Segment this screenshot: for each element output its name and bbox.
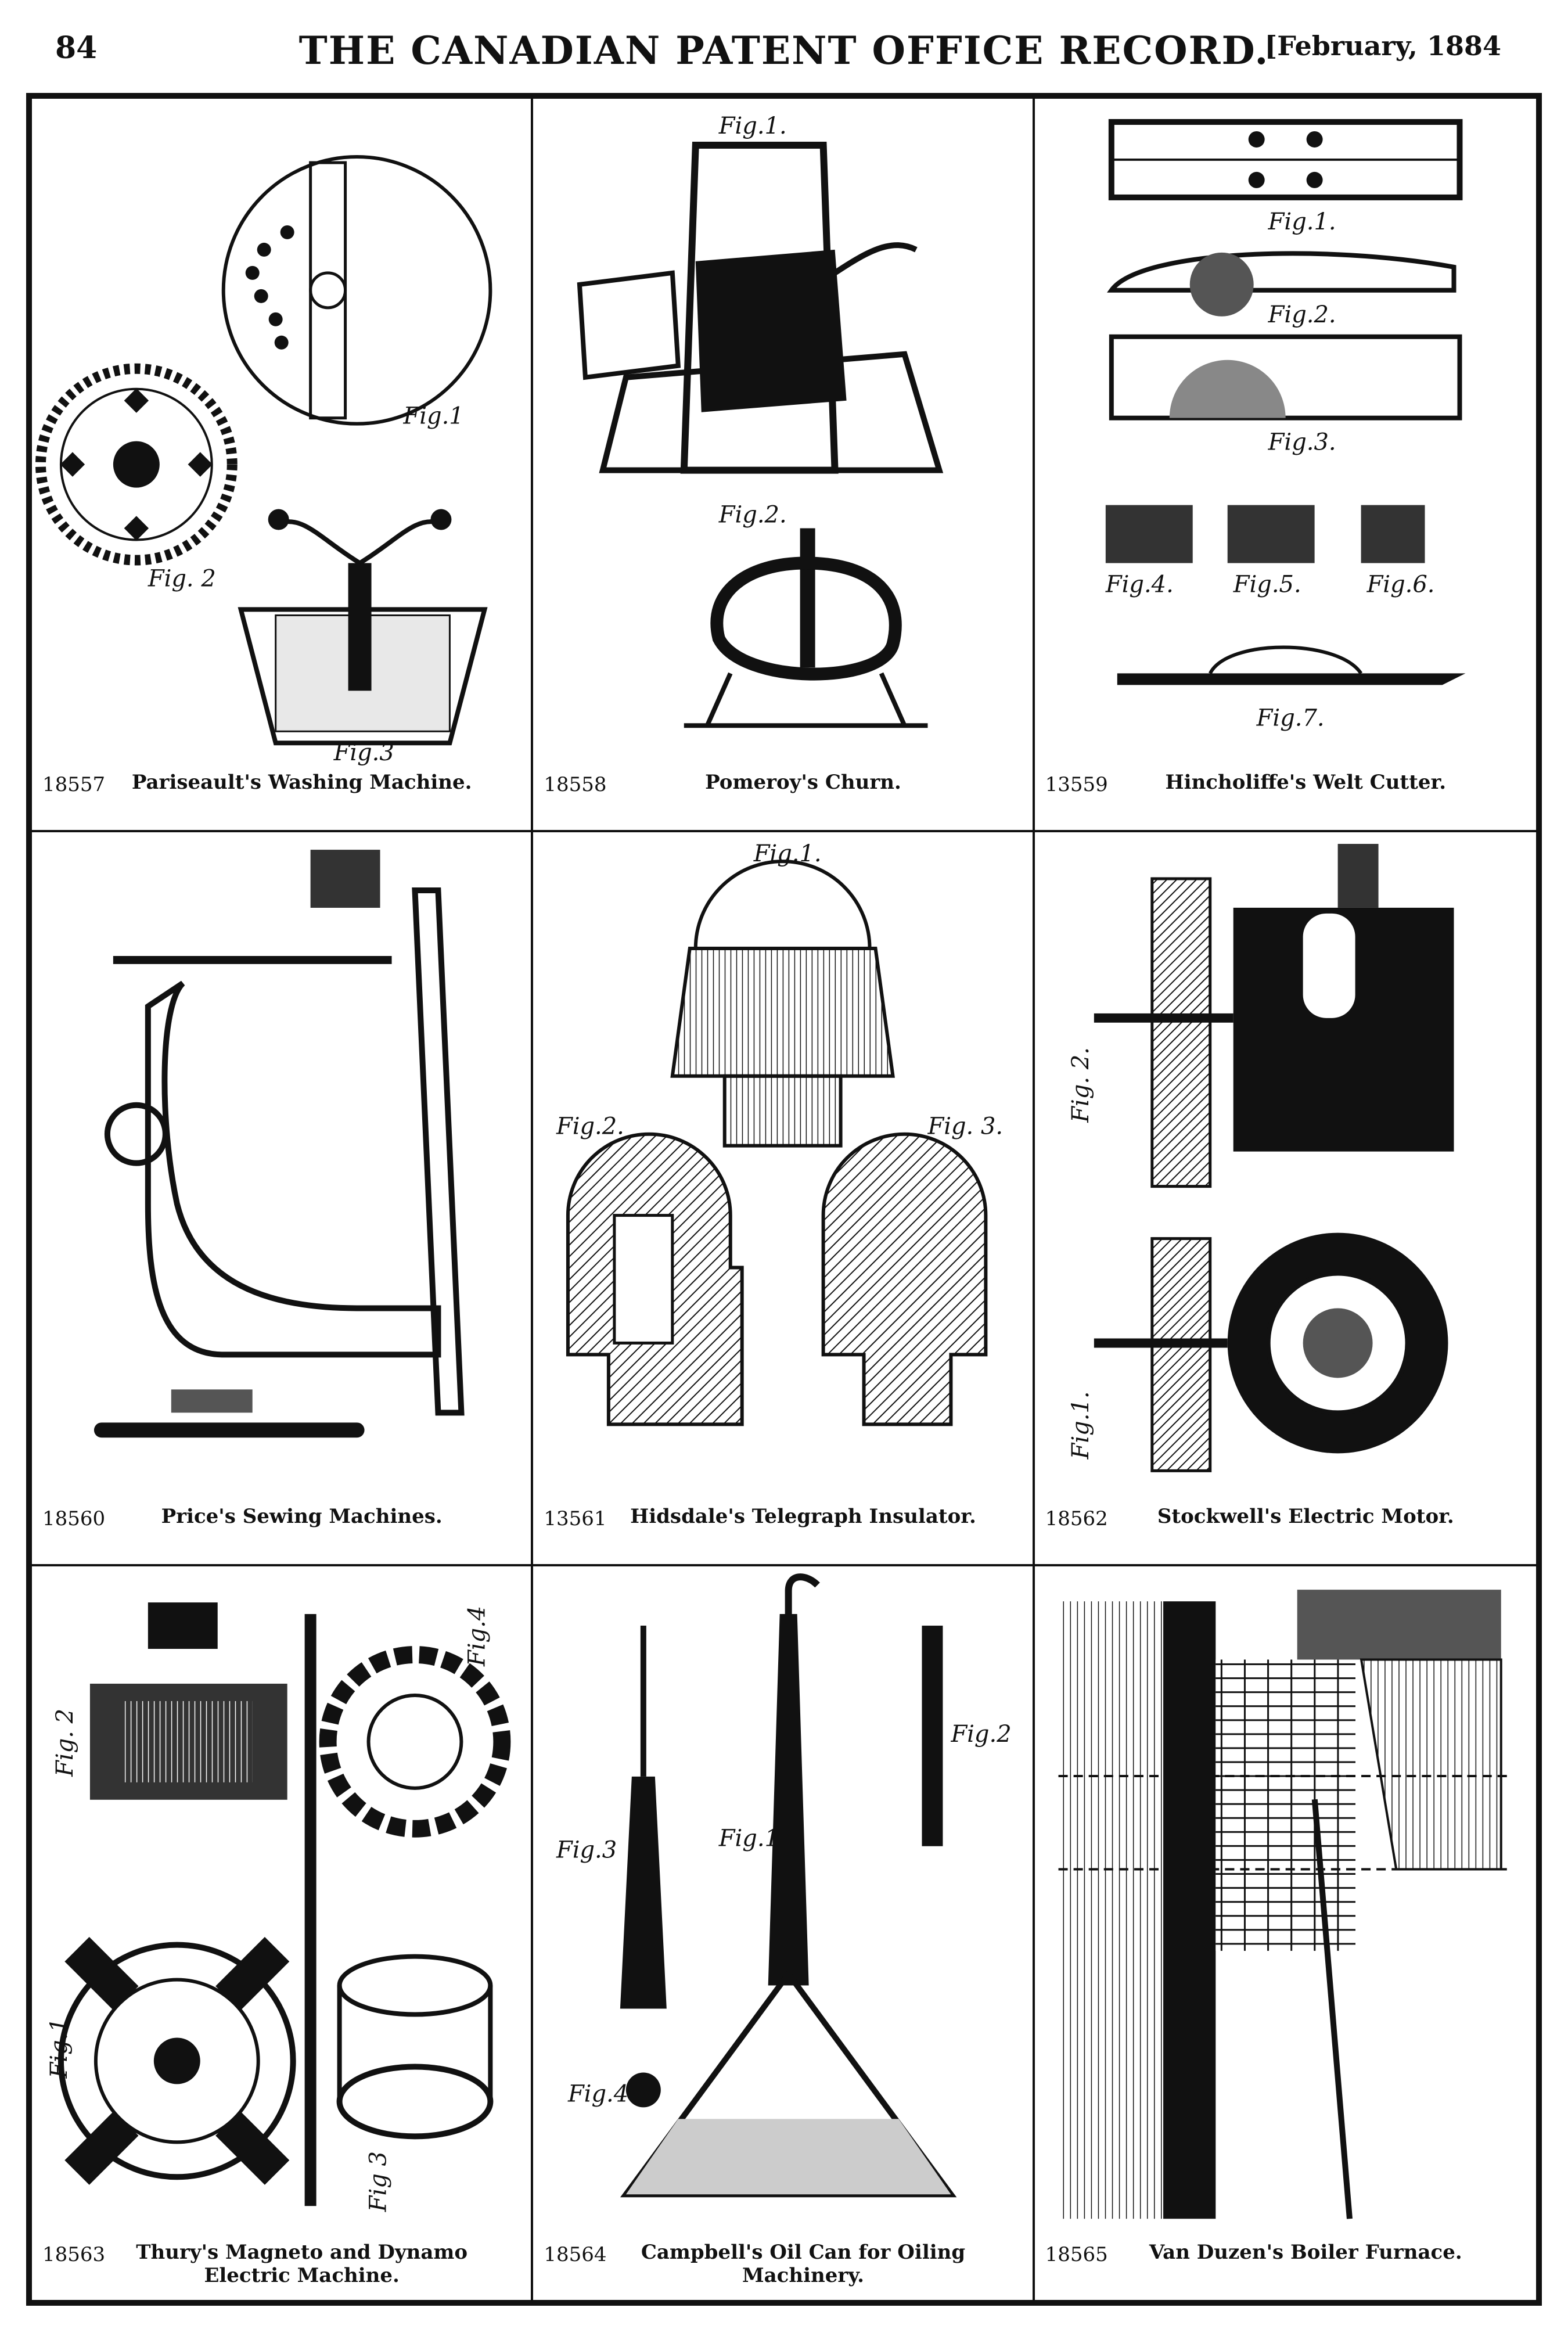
patent-caption: 18557 Pariseault's Washing Machine.: [42, 771, 520, 819]
patent-number: 18564: [544, 2243, 607, 2266]
oil-can-drawing: Fig.3 Fig.1 Fig.2 Fig.4: [556, 1573, 1012, 2197]
page-header: 84 THE CANADIAN PATENT OFFICE RECORD. [F…: [0, 0, 1568, 87]
churn-drawing: Fig.1. Fig.2.: [577, 113, 944, 728]
fig-label: Fig 3: [365, 2151, 392, 2212]
patent-caption: 13559 Hincholiffe's Welt Cutter.: [1045, 771, 1526, 819]
fig-label: Fig.4: [567, 2080, 628, 2107]
fig-label: Fig.1.: [1067, 1392, 1094, 1460]
fig-label: Fig.6.: [1366, 571, 1434, 598]
patent-caption: 18560 Price's Sewing Machines.: [42, 1505, 520, 1554]
illustration-boiler-furnace: [1035, 1566, 1536, 2236]
patent-caption: 18562 Stockwell's Electric Motor.: [1045, 1505, 1526, 1554]
patent-number: 18562: [1045, 1507, 1108, 1530]
illustration-welt-cutter: Fig.1. Fig.2. Fig.3. Fig.4. Fig.5. Fig.6…: [1035, 99, 1536, 766]
patent-title: Pariseault's Washing Machine.: [131, 771, 472, 795]
fig-label: Fig.1.: [718, 113, 787, 139]
illustration-dynamo-machine: Fig. 2 Fig.4 Fig.1: [32, 1566, 531, 2236]
patent-cell-welt-cutter: Fig.1. Fig.2. Fig.3. Fig.4. Fig.5. Fig.6…: [1034, 99, 1536, 833]
issue-date: [February, 1884: [1264, 30, 1501, 62]
fig-label: Fig. 3.: [927, 1113, 1004, 1140]
patent-number: 18563: [42, 2243, 106, 2266]
patent-cell-sewing-machine: 18560 Price's Sewing Machines.: [32, 832, 534, 1566]
patent-grid: Fig.1 Fig. 2 Fig.3 18557 Pariseault's Wa…: [32, 99, 1536, 2300]
fig-label: Fig.4.: [1105, 571, 1174, 598]
patent-cell-electric-motor: Fig. 2. Fig.1. 18562 Stockwell's Electri…: [1034, 832, 1536, 1566]
fig-label: Fig.2.: [556, 1113, 624, 1140]
dynamo-machine-drawing: Fig. 2 Fig.4 Fig.1: [46, 1602, 511, 2212]
patent-grid-frame: Fig.1 Fig. 2 Fig.3 18557 Pariseault's Wa…: [26, 93, 1542, 2306]
patent-number: 18558: [544, 773, 607, 797]
patent-title: Hincholiffe's Welt Cutter.: [1165, 771, 1447, 795]
fig-label: Fig. 2: [52, 1709, 78, 1777]
patent-number: 18560: [42, 1507, 106, 1530]
fig-label: Fig. 2.: [1067, 1047, 1094, 1123]
patent-caption: 18565 Van Duzen's Boiler Furnace.: [1045, 2241, 1526, 2289]
fig-label: Fig.3: [333, 739, 394, 766]
patent-title: Thury's Magneto and Dynamo Electric Mach…: [136, 2241, 468, 2287]
patent-number: 13559: [1045, 773, 1108, 797]
patent-title: Pomeroy's Churn.: [705, 771, 901, 795]
electric-motor-drawing: Fig. 2. Fig.1.: [1067, 844, 1454, 1473]
patent-cell-washing-machine: Fig.1 Fig. 2 Fig.3 18557 Pariseault's Wa…: [32, 99, 534, 833]
patent-caption: 18564 Campbell's Oil Can for Oiling Mach…: [544, 2241, 1022, 2289]
washing-machine-drawing: Fig.1 Fig. 2 Fig.3: [35, 155, 492, 766]
fig-label: Fig.1: [46, 2018, 73, 2079]
illustration-telegraph-insulator: Fig.1. Fig.2. Fig. 3.: [533, 832, 1032, 1500]
fig-label: Fig.3.: [1267, 429, 1336, 456]
patent-cell-oil-can: Fig.3 Fig.1 Fig.2 Fig.4 18564 Campbell's…: [533, 1566, 1035, 2300]
illustration-electric-motor: Fig. 2. Fig.1.: [1035, 832, 1536, 1500]
fig-label: Fig.2.: [1267, 301, 1336, 328]
patent-title: Van Duzen's Boiler Furnace.: [1149, 2241, 1462, 2264]
sewing-machine-drawing: [93, 850, 465, 1438]
fig-label: Fig.1.: [1267, 209, 1336, 235]
welt-cutter-drawing: Fig.1. Fig.2. Fig.3. Fig.4. Fig.5. Fig.6…: [1105, 118, 1466, 731]
fig-label: Fig. 2: [148, 565, 216, 592]
journal-title: THE CANADIAN PATENT OFFICE RECORD.: [299, 28, 1269, 73]
illustration-washing-machine: Fig.1 Fig. 2 Fig.3: [32, 99, 531, 766]
telegraph-insulator-drawing: Fig.1. Fig.2. Fig. 3.: [556, 840, 1004, 1426]
page-number: 84: [55, 30, 98, 66]
illustration-sewing-machine: [32, 832, 531, 1500]
fig-label: Fig.1: [718, 1825, 779, 1852]
illustration-oil-can: Fig.3 Fig.1 Fig.2 Fig.4: [533, 1566, 1032, 2236]
patent-cell-churn: Fig.1. Fig.2. 18558 Pomeroy's Churn.: [533, 99, 1035, 833]
patent-caption: 18563 Thury's Magneto and Dynamo Electri…: [42, 2241, 520, 2289]
patent-title: Price's Sewing Machines.: [161, 1504, 443, 1528]
patent-caption: 13561 Hidsdale's Telegraph Insulator.: [544, 1505, 1022, 1554]
illustration-churn: Fig.1. Fig.2.: [533, 99, 1032, 766]
fig-label: Fig.1: [403, 403, 464, 430]
patent-title: Hidsdale's Telegraph Insulator.: [630, 1504, 976, 1528]
patent-title: Stockwell's Electric Motor.: [1157, 1504, 1454, 1528]
boiler-furnace-drawing: [1058, 1589, 1513, 2219]
fig-label: Fig.2: [951, 1721, 1012, 1748]
patent-title: Campbell's Oil Can for Oiling Machinery.: [641, 2241, 966, 2287]
patent-number: 18557: [42, 773, 106, 797]
fig-label: Fig.5.: [1232, 571, 1301, 598]
patent-caption: 18558 Pomeroy's Churn.: [544, 771, 1022, 819]
patent-cell-telegraph-insulator: Fig.1. Fig.2. Fig. 3. 13561 Hidsdale's T…: [533, 832, 1035, 1566]
fig-label: Fig.2.: [718, 502, 787, 529]
fig-label: Fig.3: [556, 1836, 617, 1863]
fig-label: Fig.7.: [1256, 704, 1324, 731]
fig-label: Fig.4: [463, 1605, 490, 1666]
patent-number: 18565: [1045, 2243, 1108, 2266]
patent-cell-boiler-furnace: 18565 Van Duzen's Boiler Furnace.: [1035, 1566, 1536, 2300]
patent-cell-dynamo-machine: Fig. 2 Fig.4 Fig.1: [32, 1566, 534, 2300]
patent-number: 13561: [544, 1507, 607, 1530]
